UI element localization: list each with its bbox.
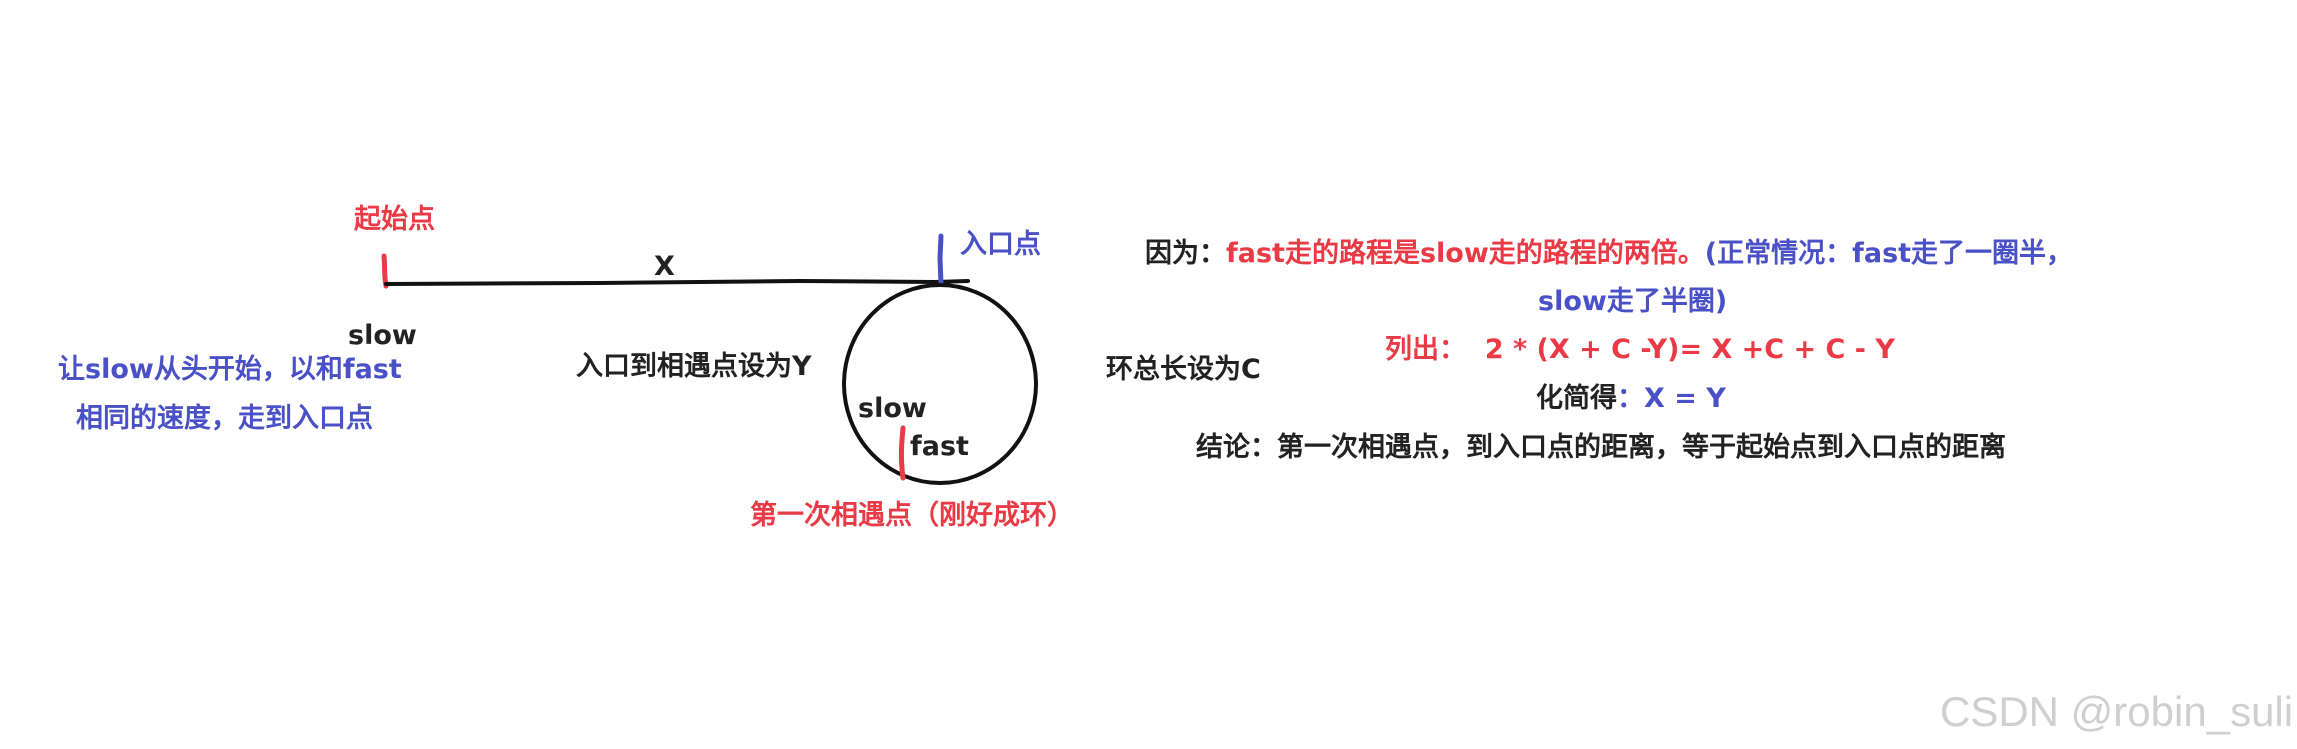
loop-length-label: 环总长设为C bbox=[1106, 354, 1261, 385]
entry-point-label: 入口点 bbox=[960, 229, 1041, 260]
explanation-line1: 因为：fast走的路程是slow走的路程的两倍。(正常情况：fast走了一圈半， bbox=[1145, 240, 2073, 267]
start-point-marker bbox=[381, 253, 389, 289]
entry-to-meet-label: 入口到相遇点设为Y bbox=[576, 351, 812, 382]
path-line-x bbox=[384, 278, 970, 286]
watermark: CSDN @robin_suli bbox=[1940, 688, 2294, 735]
explanation-line3: 列出： 2 * (X + C -Y)= X +C + C - Y bbox=[1385, 336, 1895, 363]
normal-case-note: (正常情况：fast走了一圈半， bbox=[1704, 238, 2074, 269]
explanation-line4: 化简得：X = Y bbox=[1536, 385, 1726, 412]
slow-start-label: slow bbox=[348, 320, 417, 351]
explanation-line2: slow走了半圈) bbox=[1538, 286, 1728, 317]
simplify-label: 化简得 bbox=[1536, 383, 1617, 414]
fast-loop-label: fast bbox=[910, 431, 969, 462]
cycle-loop bbox=[842, 283, 1038, 485]
segment-x-label: X bbox=[654, 251, 675, 282]
simplify-colon: ： bbox=[1617, 383, 1644, 414]
result-text: X = Y bbox=[1644, 383, 1726, 414]
entry-point-marker bbox=[937, 233, 944, 287]
equation-text: 2 * (X + C -Y)= X +C + C - Y bbox=[1484, 334, 1895, 365]
first-meet-marker bbox=[898, 425, 906, 481]
slow-loop-label: slow bbox=[858, 393, 927, 424]
first-meet-label: 第一次相遇点（刚好成环） bbox=[750, 500, 1074, 531]
left-note-line2: 相同的速度，走到入口点 bbox=[76, 403, 373, 434]
conclusion-text: 结论：第一次相遇点，到入口点的距离，等于起始点到入口点的距离 bbox=[1196, 432, 2006, 463]
list-out-label: 列出： bbox=[1385, 334, 1466, 365]
double-distance-text: fast走的路程是slow走的路程的两倍。 bbox=[1226, 238, 1705, 269]
start-point-label: 起始点 bbox=[354, 204, 435, 235]
because-label: 因为： bbox=[1145, 238, 1226, 269]
left-note-line1: 让slow从头开始，以和fast bbox=[58, 354, 402, 385]
